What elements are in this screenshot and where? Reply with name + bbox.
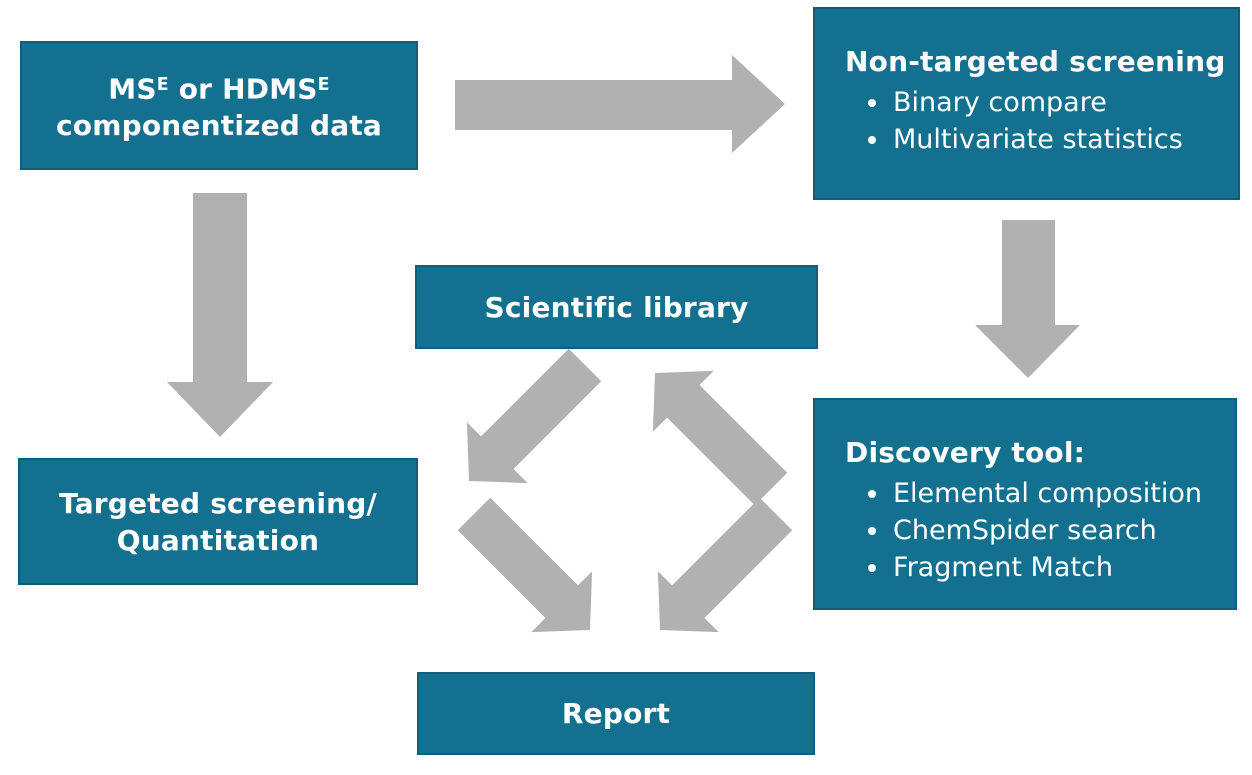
- node-non-targeted-heading: Non-targeted screening: [845, 45, 1226, 78]
- non-targeted-bullet-list: Binary compare Multivariate statistics: [845, 84, 1228, 158]
- node-targeted-screening: Targeted screening/ Quantitation: [18, 458, 418, 585]
- bullet-item: Elemental composition: [891, 475, 1225, 512]
- arrow-diagonal-down-left-icon: [466, 348, 602, 484]
- superscript-e: E: [156, 74, 169, 95]
- arrow-down-left-column-icon: [167, 193, 273, 437]
- bullet-item: Fragment Match: [891, 549, 1225, 586]
- node-discovery-tool-heading: Discovery tool:: [845, 436, 1086, 469]
- arrow-diagonal-down-left2-icon: [657, 497, 793, 633]
- node-non-targeted-screening: Non-targeted screening Binary compare Mu…: [813, 7, 1240, 200]
- arrow-right-icon: [455, 55, 785, 153]
- bullet-item: ChemSpider search: [891, 512, 1225, 549]
- node-targeted-screening-line1: Targeted screening/: [59, 486, 377, 520]
- discovery-bullet-list: Elemental composition ChemSpider search …: [845, 475, 1225, 586]
- node-componentized-data-label-line2: componentized data: [55, 109, 383, 143]
- superscript-e: E: [317, 74, 330, 95]
- node-scientific-library: Scientific library: [415, 265, 818, 349]
- bullet-item: Binary compare: [891, 84, 1228, 121]
- arrow-diagonal-up-left-icon: [652, 370, 788, 506]
- node-targeted-screening-line2: Quantitation: [116, 523, 320, 557]
- node-componentized-data-label: MSE or HDMSE: [108, 72, 330, 106]
- node-report: Report: [417, 672, 815, 755]
- node-scientific-library-label: Scientific library: [484, 290, 749, 324]
- node-discovery-tool: Discovery tool: Elemental composition Ch…: [813, 398, 1237, 610]
- node-componentized-data: MSE or HDMSE componentized data: [20, 41, 418, 170]
- arrow-down-right-column-icon: [975, 220, 1080, 378]
- arrow-diagonal-down-right-icon: [457, 497, 593, 633]
- node-report-label: Report: [561, 697, 671, 730]
- bullet-item: Multivariate statistics: [891, 121, 1228, 158]
